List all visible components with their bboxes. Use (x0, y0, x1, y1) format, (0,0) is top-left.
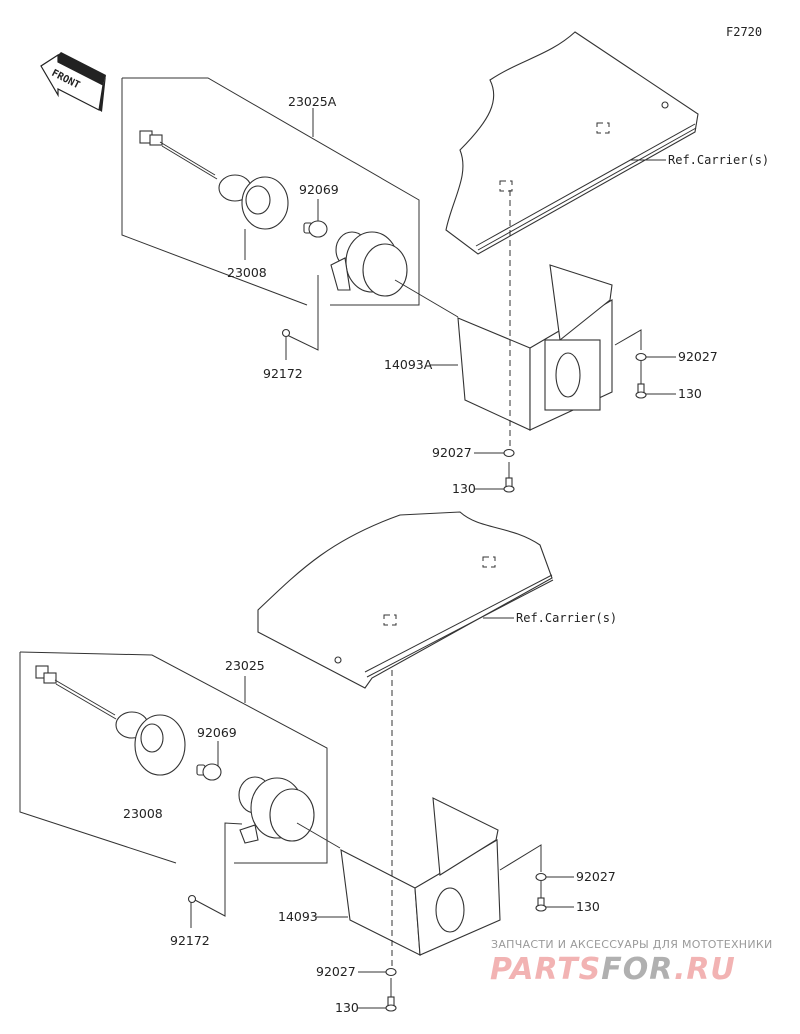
watermark-brand-part2: FOR (601, 952, 674, 987)
bolt-icon (535, 897, 547, 912)
nut-icon (503, 448, 515, 458)
bolt-icon (385, 996, 397, 1012)
carrier-ref-upper[interactable]: Ref.Carrier(s) (668, 153, 769, 167)
screw-label-92172-lower[interactable]: 92172 (170, 933, 210, 948)
upper-assembly: 23025A 23008 92069 (121, 31, 769, 496)
socket-label-23008-lower[interactable]: 23008 (123, 806, 163, 821)
nut-label-lower-bottom[interactable]: 92027 (316, 964, 356, 979)
bracket-label-14093[interactable]: 14093 (278, 909, 318, 924)
bolt-label-lower-right[interactable]: 130 (576, 899, 600, 914)
figure-code: F2720 (726, 25, 762, 39)
watermark-brand-part3: .RU (673, 952, 736, 987)
screw-icon (187, 894, 197, 928)
lamp-housing-icon (238, 776, 315, 844)
bolt-label-lower-bottom[interactable]: 130 (335, 1000, 359, 1015)
bulb-icon (303, 220, 328, 238)
nut-icon (385, 967, 397, 977)
lower-assembly-outline (19, 652, 177, 864)
bulb-icon (196, 763, 222, 781)
bolt-icon (503, 477, 515, 493)
assembly-label-23025[interactable]: 23025 (225, 658, 265, 673)
nut-icon (535, 872, 547, 882)
nut-label-upper-bottom[interactable]: 92027 (432, 445, 472, 460)
bulb-label-92069[interactable]: 92069 (299, 182, 339, 197)
bolt-label-upper-bottom[interactable]: 130 (452, 481, 476, 496)
bolt-label-upper-right[interactable]: 130 (678, 386, 702, 401)
front-arrow-icon: FRONT (40, 52, 106, 112)
bracket-14093 (340, 797, 501, 956)
carrier-panel (445, 31, 699, 255)
watermark-brand-part1: PARTS (490, 952, 602, 987)
nut-label-upper-right[interactable]: 92027 (678, 349, 718, 364)
lower-assembly: Ref.Carrier(s) 23025 23008 92069 (19, 511, 617, 1015)
upper-assembly-outline (121, 78, 308, 306)
bolt-icon (635, 383, 647, 399)
assembly-label-23025A[interactable]: 23025A (288, 94, 337, 109)
carrier-panel (257, 511, 553, 689)
bulb-label-92069-lower[interactable]: 92069 (197, 725, 237, 740)
bracket-14093A (457, 264, 613, 431)
screw-icon (281, 328, 291, 360)
lamp-housing-icon (330, 231, 408, 297)
carrier-ref-lower[interactable]: Ref.Carrier(s) (516, 611, 617, 625)
nut-label-lower-right[interactable]: 92027 (576, 869, 616, 884)
wire (159, 141, 216, 176)
screw-label-92172[interactable]: 92172 (263, 366, 303, 381)
watermark-tagline: ЗАПЧАСТИ И АКСЕССУАРЫ ДЛЯ МОТОТЕХНИКИ (491, 938, 773, 951)
bracket-label-14093A[interactable]: 14093A (384, 357, 433, 372)
watermark-brand: PARTSFOR.RU (490, 952, 736, 987)
nut-icon (635, 352, 647, 362)
socket-label-23008[interactable]: 23008 (227, 265, 267, 280)
